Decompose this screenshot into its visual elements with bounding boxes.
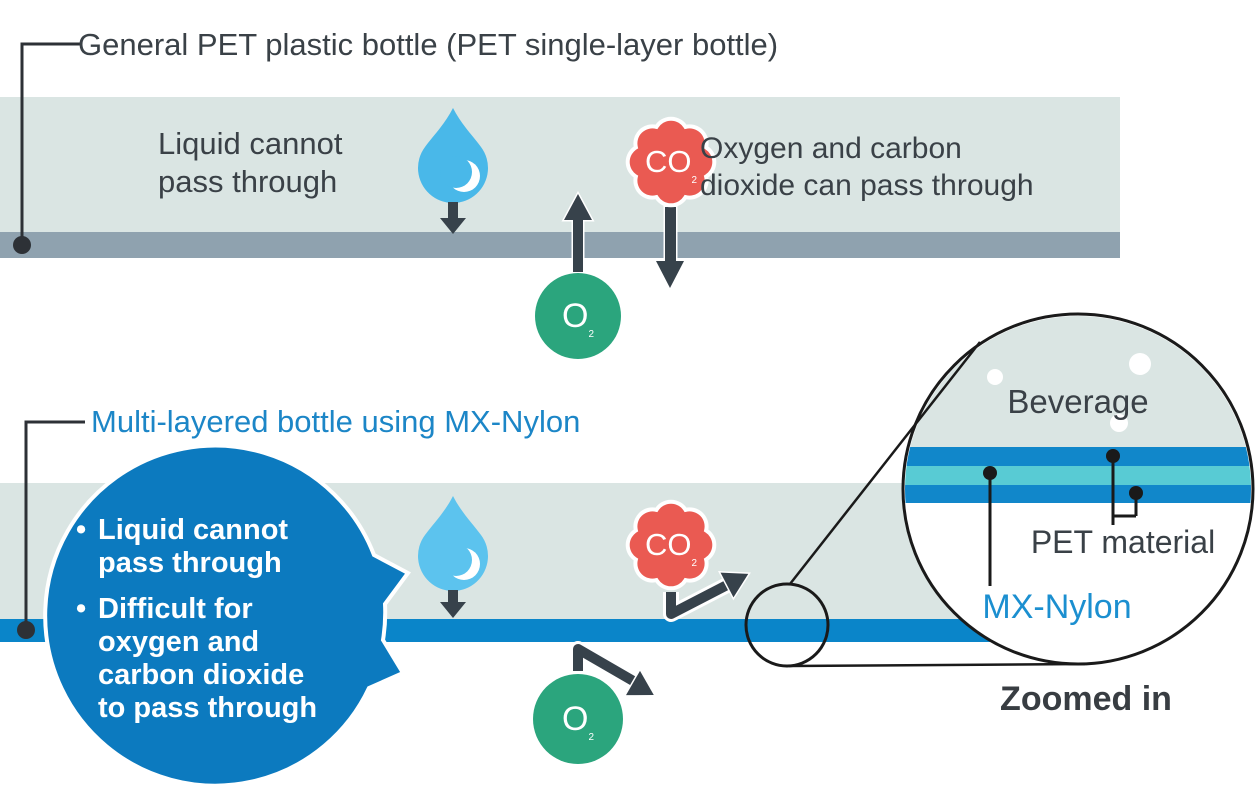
- pet-material-label: PET material: [1030, 524, 1216, 560]
- top-liquid-note-line1: Liquid cannot: [158, 126, 343, 161]
- bottom-title-pointer-line: [24, 420, 85, 630]
- top-liquid-note-line2: pass through: [158, 164, 338, 199]
- droplet-blocked-arrow-down-icon: [440, 590, 466, 618]
- pet-outer-layer-dot: [1106, 449, 1120, 463]
- pet-layer-outer: [905, 447, 1251, 466]
- bottom-section-title: Multi-layered bottle using MX-Nylon: [91, 404, 581, 439]
- bubble-benefits-list: • Liquid cannot pass through • Difficult…: [76, 514, 376, 725]
- zoom-connector-line-upper: [789, 341, 981, 585]
- benefits-speech-bubble: [43, 443, 411, 788]
- bubble-icon: [1110, 414, 1128, 432]
- bubble-benefit-item: • Liquid cannot pass through: [76, 514, 289, 579]
- pet-layer-inner: [905, 485, 1251, 503]
- beverage-area: [905, 316, 1251, 447]
- co2-pass-through-arrow-down-icon: [653, 205, 687, 292]
- mx-nylon-label: MX-Nylon: [982, 588, 1132, 626]
- top-gas-note-line2: dioxide can pass through: [700, 169, 1034, 202]
- top-title-pointer-dot: [13, 236, 31, 254]
- co2-molecule-icon: [625, 499, 717, 591]
- bottom-title-pointer-dot: [17, 621, 35, 639]
- top-section-title: General PET plastic bottle (PET single-l…: [78, 27, 779, 62]
- top-gas-note: Oxygen and carbon dioxide can pass throu…: [700, 130, 1034, 204]
- pet-inner-layer-dot: [1129, 486, 1143, 500]
- o2-pass-through-arrow-up-icon: [561, 190, 595, 274]
- top-pet-single-layer-bar: [0, 232, 1120, 258]
- zoomed-in-caption: Zoomed in: [1000, 680, 1172, 718]
- bubble-icon: [1129, 353, 1151, 375]
- top-liquid-band: [0, 97, 1120, 232]
- top-gas-note-line1: Oxygen and carbon: [700, 132, 962, 165]
- beverage-label: Beverage: [1007, 383, 1149, 420]
- water-droplet-icon: [418, 108, 488, 203]
- water-droplet-icon: [418, 496, 488, 591]
- bubble-benefit-item: • Difficult for oxygen and carbon dioxid…: [76, 593, 318, 724]
- o2-molecule-icon: [535, 273, 621, 359]
- co2-molecule-icon: [625, 116, 717, 208]
- magnifier-source-circle: [744, 582, 830, 668]
- o2-molecule-icon: [533, 674, 623, 764]
- nylon-layer-dot: [983, 466, 997, 480]
- top-title-pointer-line: [20, 42, 80, 245]
- co2-deflected-arrow-icon: [663, 570, 751, 622]
- top-liquid-note: Liquid cannot pass through: [158, 125, 342, 201]
- bubble-icon: [987, 369, 1003, 385]
- o2-deflected-arrow-icon: [570, 641, 657, 697]
- zoom-connector-line-lower: [788, 662, 1086, 668]
- mx-nylon-layer: [905, 466, 1251, 485]
- droplet-blocked-arrow-down-icon: [440, 202, 466, 234]
